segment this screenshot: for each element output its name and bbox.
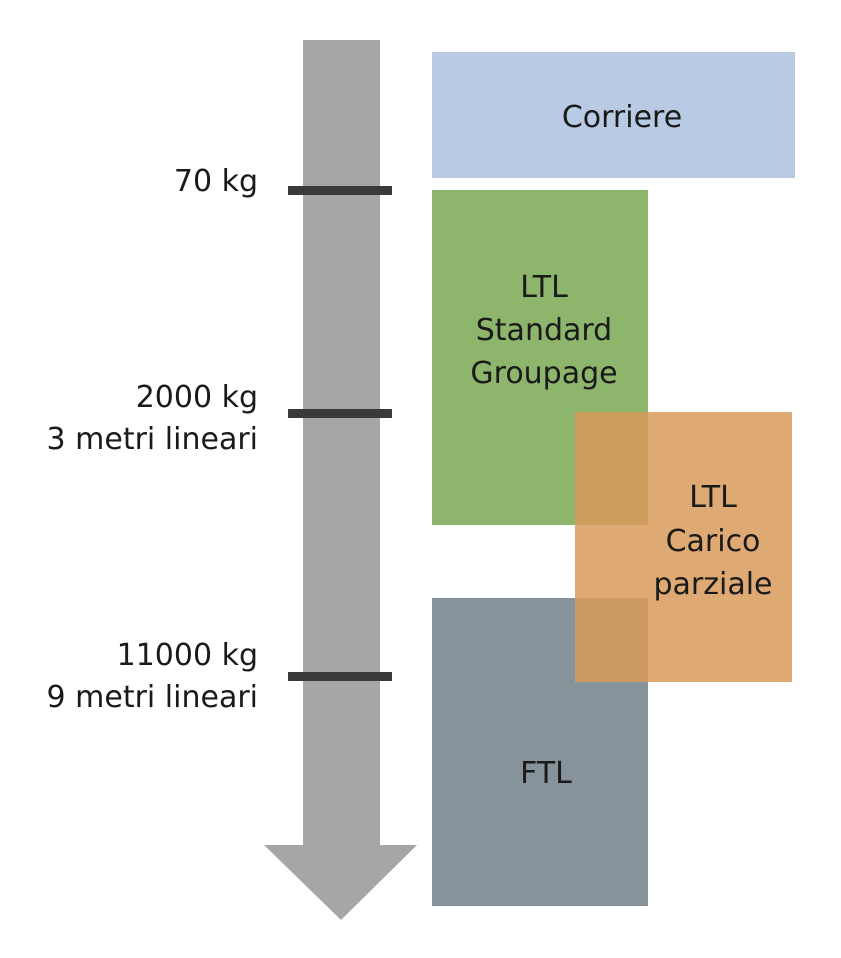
arrow-head <box>264 845 417 920</box>
arrow-shaft <box>303 40 380 848</box>
threshold-label-70kg: 70 kg <box>174 164 258 199</box>
ftl-label: FTL <box>520 756 572 791</box>
ltl-standard-label-line-1: LTL <box>520 270 568 305</box>
corriere-label: Corriere <box>562 100 682 135</box>
threshold-label-9-metri: 9 metri lineari <box>47 680 258 715</box>
ltl-partial-label-line-1: LTL <box>689 480 737 515</box>
threshold-ticks <box>288 186 392 681</box>
ltl-standard-label-line-3: Groupage <box>470 356 617 391</box>
threshold-labels: 70 kg 2000 kg 3 metri lineari 11000 kg 9… <box>47 164 258 715</box>
ltl-partial-box <box>575 412 792 682</box>
threshold-label-11000kg: 11000 kg <box>117 638 258 673</box>
ltl-partial-label-line-2: Carico <box>666 524 761 559</box>
tick-mark-2000kg <box>288 409 392 418</box>
mode-boxes <box>432 52 795 906</box>
threshold-label-3-metri: 3 metri lineari <box>47 422 258 457</box>
ltl-partial-label-line-3: parziale <box>653 567 772 602</box>
corriere-box <box>432 52 795 178</box>
tick-mark-70kg <box>288 186 392 195</box>
ltl-standard-label-line-2: Standard <box>476 313 612 348</box>
mode-labels: Corriere LTL Standard Groupage LTL Caric… <box>470 100 772 791</box>
threshold-label-2000kg: 2000 kg <box>136 380 258 415</box>
weight-arrow <box>264 40 417 920</box>
tick-mark-11000kg <box>288 672 392 681</box>
